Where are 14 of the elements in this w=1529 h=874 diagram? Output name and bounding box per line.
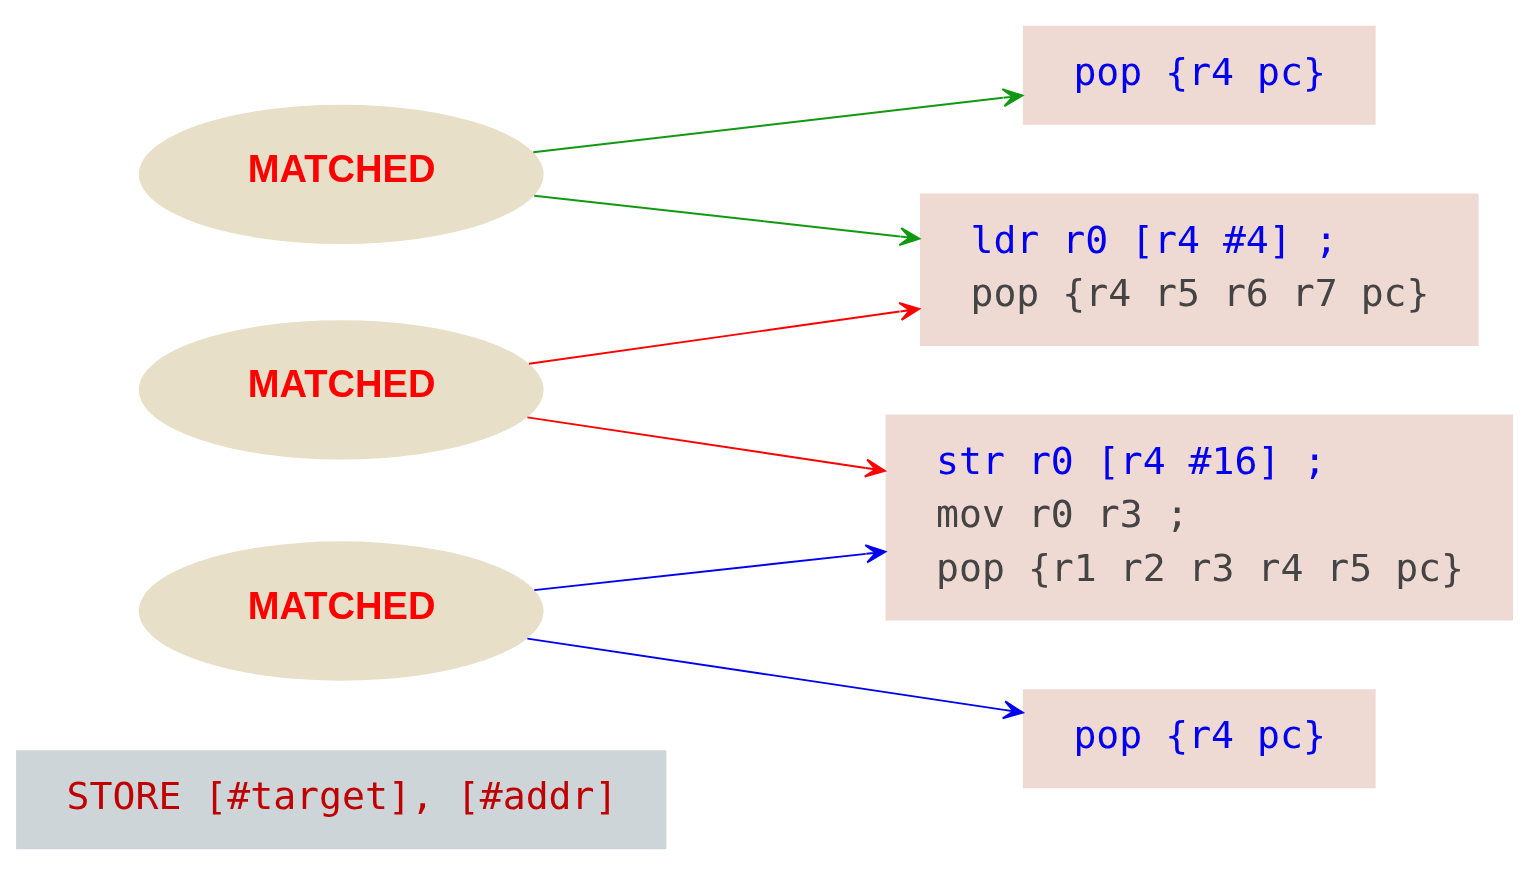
node-ellipse: MATCHED (138, 540, 544, 681)
arrow (528, 301, 921, 365)
node-box: ldr r0 [r4 #4] ; pop {r4 r5 r6 r7 pc} (919, 192, 1479, 346)
node-box: str r0 [r4 #16] ; mov r0 r3 ; pop {r1 r2 r3 r4 r5 pc} (885, 414, 1513, 621)
arrow (533, 194, 921, 246)
node-box: STORE [#target], [#addr] (16, 749, 667, 849)
arrow (533, 543, 887, 591)
node-ellipse: MATCHED (138, 104, 544, 244)
arrow (526, 415, 886, 477)
arrow (532, 87, 1024, 153)
node-box: pop {r4 pc} (1022, 25, 1376, 125)
node-box: pop {r4 pc} (1022, 688, 1376, 788)
arrow (526, 637, 1024, 719)
node-ellipse: MATCHED (138, 319, 544, 459)
